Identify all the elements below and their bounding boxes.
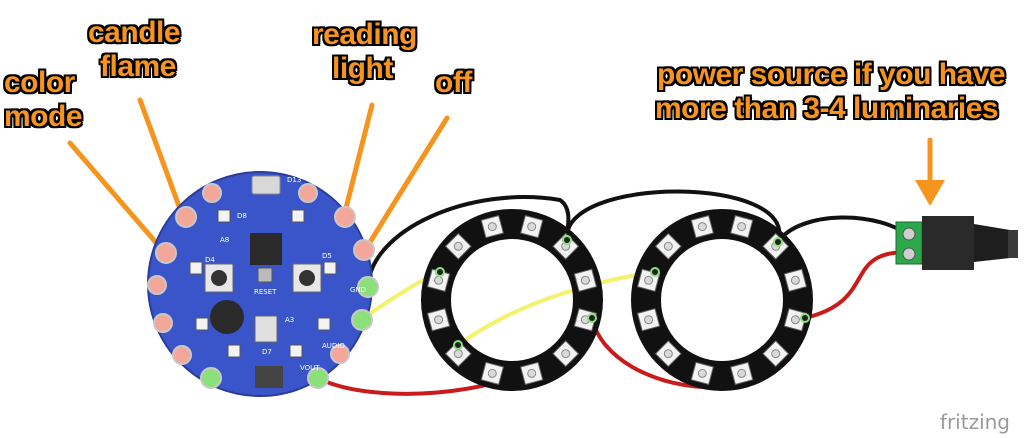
pointer-color-mode <box>67 140 168 256</box>
pad-a1 <box>353 239 375 261</box>
pointer-off <box>364 115 450 250</box>
neopixel-ring-2 <box>631 209 813 391</box>
pad <box>172 345 192 365</box>
label-color-mode-line-1: color <box>4 66 75 99</box>
label-reading-light-line-1: reading <box>312 18 417 51</box>
label-candle-flame-line-2: flame <box>100 50 176 83</box>
pad-a0 <box>351 309 373 331</box>
barrel-plug <box>974 224 1010 262</box>
ring-pixel-led <box>580 275 590 285</box>
label-pointers <box>67 97 450 256</box>
label-candle-flame-line-1: candle <box>88 16 181 49</box>
d8-label: D8 <box>237 212 247 220</box>
chip <box>250 233 282 265</box>
wire-black-ring-bridge <box>564 189 782 244</box>
ring-pixel-led <box>527 222 537 232</box>
right-button-cap <box>299 270 315 286</box>
pad-audio <box>330 344 350 364</box>
pad-gnd <box>200 367 222 389</box>
ring-pixel-led <box>663 349 673 359</box>
label-candle-flame: candle flame <box>88 16 181 84</box>
ring-pixel-led <box>561 349 571 359</box>
pad <box>153 313 173 333</box>
ring-pixel-led <box>434 315 444 325</box>
battery-connector <box>255 366 283 388</box>
speaker <box>210 300 244 334</box>
dc-power-adapter <box>895 216 1018 270</box>
label-power-source: power source if you have more than 3-4 l… <box>655 58 1006 126</box>
d13-label: D13 <box>287 176 301 184</box>
pad <box>147 275 167 295</box>
vout-label: VOUT <box>300 364 320 372</box>
fritzing-watermark: fritzing <box>939 410 1010 434</box>
board-neopixels <box>189 209 337 358</box>
ring-pixel-led <box>434 275 444 285</box>
reset-button <box>257 267 273 283</box>
wire-red-power <box>803 249 914 320</box>
slide-switch <box>254 315 278 343</box>
ring-2-pixels <box>636 214 808 386</box>
circuit-playground-board: RESET D13 D8 A8 D4 D5 A3 D7 GND VOUT AUD… <box>147 171 379 397</box>
pad <box>202 183 222 203</box>
label-off: off <box>435 66 472 99</box>
wire-black-gnd <box>366 195 571 289</box>
wire-yellow-ring-bridge <box>456 270 657 347</box>
label-reading-light-line-2: light <box>332 52 393 85</box>
ring-pixel-led <box>644 315 654 325</box>
ring-pixel-led <box>487 222 497 232</box>
pad-scl <box>298 183 318 203</box>
pointer-candle-flame <box>137 97 186 220</box>
a3-label: A3 <box>285 316 294 324</box>
wires <box>316 189 914 396</box>
left-button-cap <box>211 270 227 286</box>
label-power-source-line-1: power source if you have <box>657 58 1006 91</box>
ring-pixel-led <box>663 241 673 251</box>
ring-pixel-led <box>790 315 800 325</box>
ring-pixel-led <box>737 368 747 378</box>
ring-pixel-led <box>790 275 800 285</box>
label-color-mode-line-2: mode <box>4 100 83 133</box>
neopixel-ring-1 <box>421 209 603 391</box>
d7-label: D7 <box>262 348 272 356</box>
ring-pixel-led <box>697 222 707 232</box>
ring-pixel-led <box>771 349 781 359</box>
barrel-body <box>922 216 974 270</box>
label-color-mode: color mode <box>4 66 83 134</box>
ring-1-pixels <box>426 214 598 386</box>
a8-label: A8 <box>220 236 229 244</box>
gnd-label: GND <box>350 286 366 294</box>
usb-connector <box>251 175 281 195</box>
wire-black-power <box>776 215 914 244</box>
ring-pixel-led <box>487 368 497 378</box>
pad-sda <box>175 206 197 228</box>
ring-pixel-led <box>527 368 537 378</box>
pad-a2 <box>334 206 356 228</box>
label-reading-light: reading light <box>312 18 417 86</box>
reset-label: RESET <box>254 288 277 296</box>
d4-label: D4 <box>205 256 215 264</box>
ring-connection-points <box>435 235 810 350</box>
ring-pixel-led <box>453 349 463 359</box>
ring-pixel-led <box>737 222 747 232</box>
pointer-reading-light <box>342 102 375 215</box>
power-arrow <box>915 137 945 206</box>
pad-rx <box>155 242 177 264</box>
label-power-source-line-2: more than 3-4 luminaries <box>655 92 999 125</box>
ring-pixel-led <box>453 241 463 251</box>
pad-vout <box>307 367 329 389</box>
ring-pixel-led <box>697 368 707 378</box>
audio-label: AUDIO <box>322 342 345 350</box>
d5-label: D5 <box>322 252 332 260</box>
ring-pixel-led <box>644 275 654 285</box>
pad-gnd-right <box>357 276 379 298</box>
board-pads <box>147 183 379 389</box>
